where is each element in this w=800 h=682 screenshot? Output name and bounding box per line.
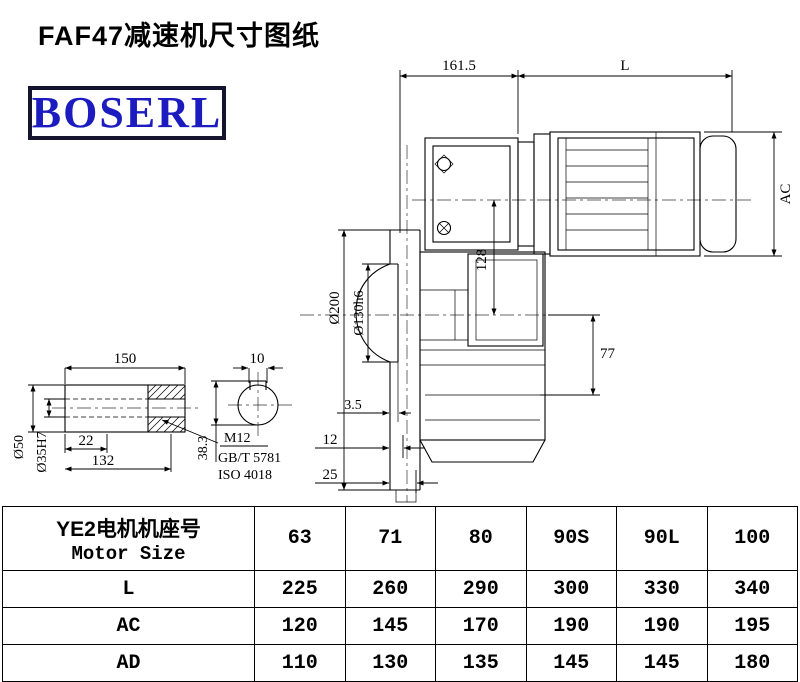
dimension-lines-flange (338, 229, 398, 491)
table-cell: 110 (254, 644, 346, 682)
dim-AC-label: AC (778, 184, 794, 205)
table-column-63: 63 (254, 506, 346, 571)
row-label-L: L (2, 570, 255, 608)
table-cell: 195 (706, 607, 798, 645)
dimension-lines-shaft (28, 365, 268, 472)
brand-logo-box: BOSERL (28, 86, 226, 140)
row-label-AC: AC (2, 607, 255, 645)
dim-dia35-label: Ø35H7 (35, 431, 50, 472)
section-hatch (147, 384, 186, 433)
table-cell: 190 (616, 607, 708, 645)
dim-12-label: 12 (323, 432, 338, 448)
table-cell: 190 (525, 607, 617, 645)
dim-132-label: 132 (92, 453, 115, 469)
table-header-cn: YE2电机机座号 (56, 517, 201, 541)
center-lines (52, 145, 752, 502)
table-row-L: L 225 260 290 300 330 340 (2, 570, 798, 608)
table-row-AD: AD 110 130 135 145 145 180 (2, 644, 798, 682)
row-label-AD: AD (2, 644, 255, 682)
shaft-section-view (237, 380, 279, 426)
dim-L-label: L (620, 58, 629, 74)
technical-drawing: 161.5 L AC Ø200 Ø130h6 128 77 3.5 12 (12, 58, 794, 503)
dim-3-5-label: 3.5 (344, 398, 362, 413)
table-cell: 130 (344, 644, 436, 682)
table-cell: 300 (525, 570, 617, 608)
note-iso-label: ISO 4018 (218, 468, 272, 483)
table-header-row: YE2电机机座号 Motor Size 63 71 80 90S 90L 100 (2, 506, 798, 571)
table-cell: 225 (254, 570, 346, 608)
shaft-detail-outline (64, 384, 186, 433)
table-cell: 145 (525, 644, 617, 682)
table-column-100: 100 (706, 506, 798, 571)
dim-161-5-label: 161.5 (442, 58, 476, 74)
brand-logo-text: BOSERL (31, 88, 223, 137)
dim-77-label: 77 (600, 346, 616, 362)
dim-dia200-label: Ø200 (327, 291, 343, 324)
table-cell: 290 (435, 570, 527, 608)
dimension-lines-ac (704, 131, 782, 257)
table-cell: 180 (706, 644, 798, 682)
table-header-cell: YE2电机机座号 Motor Size (2, 506, 255, 571)
gearbox-housing (419, 251, 546, 463)
table-column-80: 80 (435, 506, 527, 571)
table-column-71: 71 (344, 506, 436, 571)
table-header-en: Motor Size (71, 542, 186, 565)
table-cell: 340 (706, 570, 798, 608)
motor-size-table: YE2电机机座号 Motor Size 63 71 80 90S 90L 100… (2, 506, 798, 682)
output-flange-outline (355, 229, 421, 503)
dimension-lines-bottom (315, 410, 438, 493)
dimension-lines-axes (491, 200, 600, 396)
table-cell: 260 (344, 570, 436, 608)
dim-22-label: 22 (79, 433, 94, 449)
page-title: FAF47减速机尺寸图纸 (38, 21, 321, 51)
table-cell: 135 (435, 644, 527, 682)
dimension-lines-section (211, 365, 283, 462)
note-gb-label: GB/T 5781 (218, 451, 281, 466)
table-cell: 145 (344, 607, 436, 645)
table-cell: 145 (616, 644, 708, 682)
dim-38-3-label: 38.3 (196, 436, 211, 461)
dim-128-label: 128 (474, 249, 490, 272)
table-cell: 120 (254, 607, 346, 645)
table-row-AC: AC 120 145 170 190 190 195 (2, 607, 798, 645)
gearbox-input-block (424, 137, 519, 251)
dimension-lines-top (399, 70, 733, 233)
dim-dia50-label: Ø50 (12, 435, 27, 459)
table-cell: 170 (435, 607, 527, 645)
note-m12-label: M12 (224, 431, 250, 446)
motor-outline (517, 131, 737, 257)
table-column-90l: 90L (616, 506, 708, 571)
dim-150-label: 150 (114, 351, 137, 367)
table-column-90s: 90S (525, 506, 617, 571)
dim-25-label: 25 (323, 467, 338, 483)
dim-10-label: 10 (250, 351, 265, 367)
dim-dia130-label: Ø130h6 (352, 290, 367, 335)
table-cell: 330 (616, 570, 708, 608)
